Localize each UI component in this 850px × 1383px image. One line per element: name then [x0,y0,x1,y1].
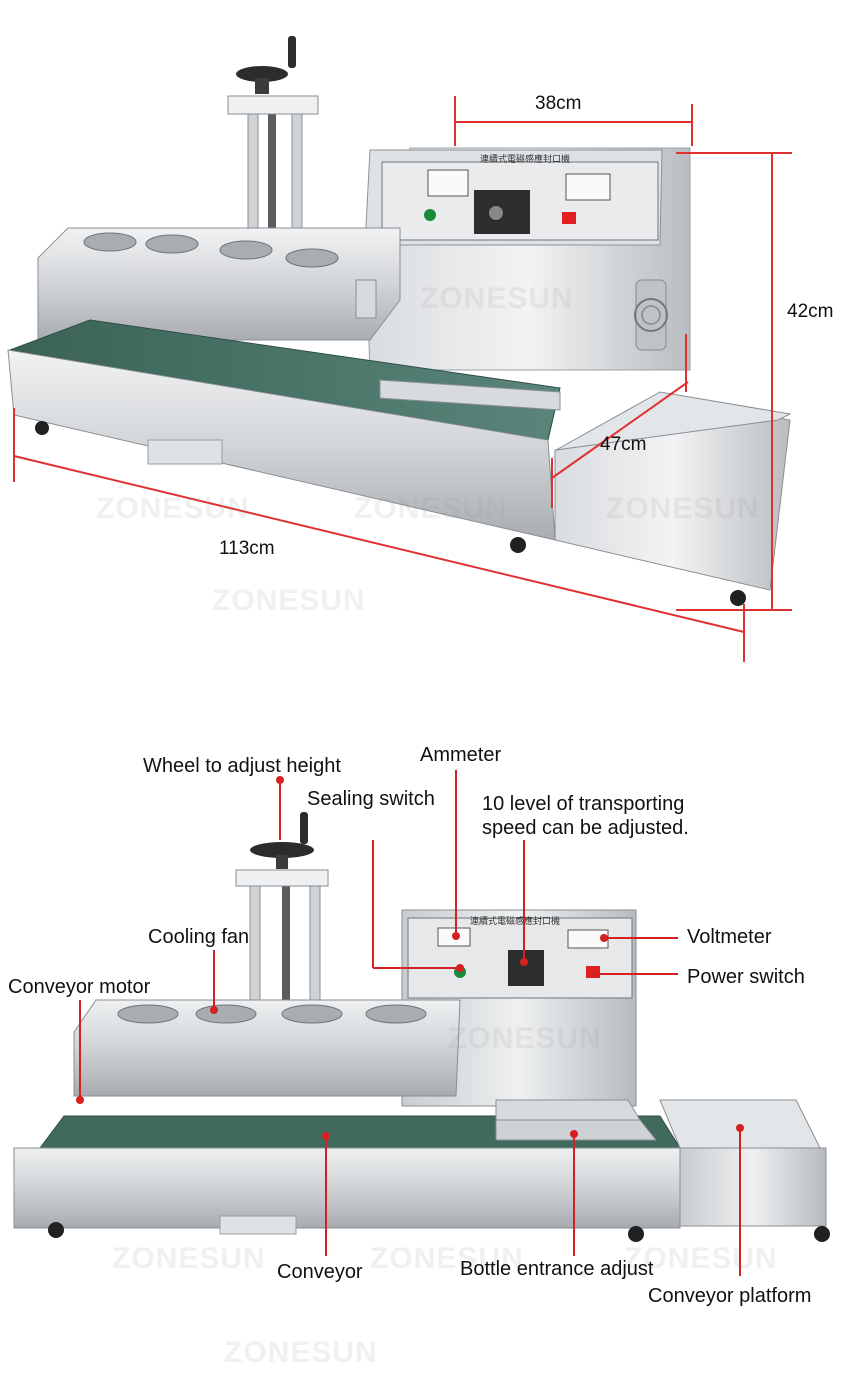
wheel-icon [236,66,288,82]
watermark-text: ZONESUN [96,492,250,525]
watermark-text: ZONESUN [370,1242,524,1275]
height-column [227,36,319,253]
depth-dimension-label: 47cm [600,434,647,455]
callout-ammeter: Ammeter [420,744,502,766]
callout-cooling-fan: Cooling fan [148,926,250,948]
sealing-head [73,999,461,1097]
power-switch-button [562,212,576,224]
side-fan-icon [634,298,668,332]
wheel-icon [250,842,314,858]
control-box [364,147,691,371]
callout-wheel-adjust-height: Wheel to adjust height [143,755,341,777]
machine-parts-illustration [13,770,830,1276]
voltmeter-gauge [565,173,611,201]
length-dimension-label: 113cm [219,538,275,559]
dimension-photo-panel: ZONESUN ZONESUN ZONESUN ZONESUN ZONESUN … [0,0,850,690]
callout-conveyor: Conveyor [277,1261,363,1283]
ammeter-gauge [427,169,469,197]
conveyor [7,319,792,606]
callout-sealing-switch: Sealing switch [307,788,435,810]
watermark-text: ZONESUN [354,492,508,525]
callout-lines [79,770,741,1276]
cooling-fan-icons [83,232,339,268]
watermark-text: ZONESUN [212,584,366,617]
callout-bottle-entrance-adjust: Bottle entrance adjust [460,1258,654,1280]
callout-dots [76,776,744,1140]
sealing-switch-button [424,209,436,221]
conveyor [13,1099,830,1242]
sealing-head [37,227,401,341]
watermark-text: ZONESUN [448,1022,602,1055]
parts-callout-panel: ZONESUN ZONESUN ZONESUN ZONESUN ZONESUN … [0,700,850,1383]
watermark-text: ZONESUN [420,282,574,315]
callout-conveyor-motor: Conveyor motor [8,976,151,998]
callout-voltmeter: Voltmeter [687,926,772,948]
watermark-text: ZONESUN [624,1242,778,1275]
watermark-text: ZONESUN [224,1336,378,1369]
machine-dimension-illustration [7,36,792,662]
machine-panel-title: 連續式電磁感應封口機 [470,916,561,926]
height-dimension-label: 42cm [787,301,834,322]
cooling-fan-icons [117,1004,427,1024]
callout-power-switch: Power switch [687,966,805,988]
dimension-lines [13,96,792,662]
machine-panel-title: 連續式電磁感應封口機 [480,154,571,164]
callout-conveyor-platform: Conveyor platform [648,1285,812,1307]
watermark-text: ZONESUN [112,1242,266,1275]
height-column [235,812,329,1011]
width-dimension-label: 38cm [535,93,582,114]
watermark-text: ZONESUN [606,492,760,525]
callout-transport-speed: 10 level of transporting speed can be ad… [482,793,689,839]
